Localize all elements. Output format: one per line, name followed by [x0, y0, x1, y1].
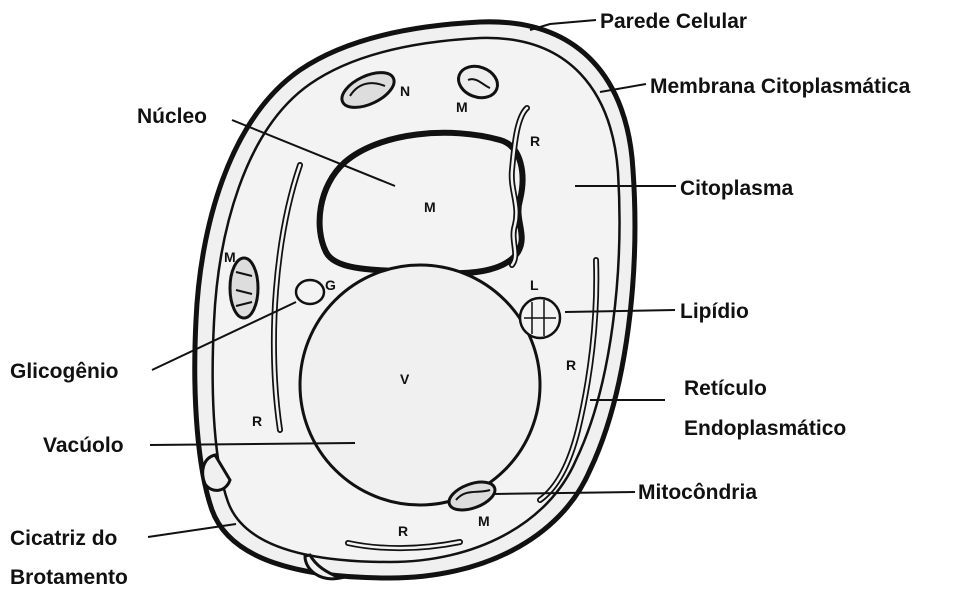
er-letter-2: R — [252, 413, 262, 429]
mito-letter-3: M — [224, 249, 236, 265]
nucleus-letter: M — [424, 199, 436, 215]
label-mitocondria: Mitocôndria — [638, 481, 757, 504]
er-letter-1: R — [530, 133, 540, 149]
label-reticulo-2: Endoplasmático — [684, 417, 846, 440]
label-cicatriz-1: Cicatriz do — [10, 527, 117, 550]
er-letter-3: R — [566, 357, 576, 373]
mito-letter-4: M — [478, 513, 490, 529]
label-lipidio: Lipídio — [680, 300, 749, 323]
label-nucleo: Núcleo — [137, 105, 207, 128]
mito-letter-2: M — [456, 99, 468, 115]
label-cicatriz-2: Brotamento — [10, 566, 128, 589]
lipid-letter: L — [530, 277, 539, 293]
label-reticulo-1: Retículo — [684, 377, 767, 400]
vacuole — [300, 265, 540, 505]
vacuole-letter: V — [400, 371, 410, 387]
glycogen-letter: G — [325, 277, 336, 293]
label-glicogenio: Glicogênio — [10, 360, 119, 383]
glycogen-granule — [296, 280, 324, 304]
label-vacuolo: Vacúolo — [43, 434, 124, 457]
er-letter-4: R — [398, 523, 408, 539]
label-membrana: Membrana Citoplasmática — [650, 75, 911, 98]
label-citoplasma: Citoplasma — [680, 177, 794, 200]
mito-letter-1: N — [400, 83, 410, 99]
label-parede-celular: Parede Celular — [600, 10, 747, 33]
